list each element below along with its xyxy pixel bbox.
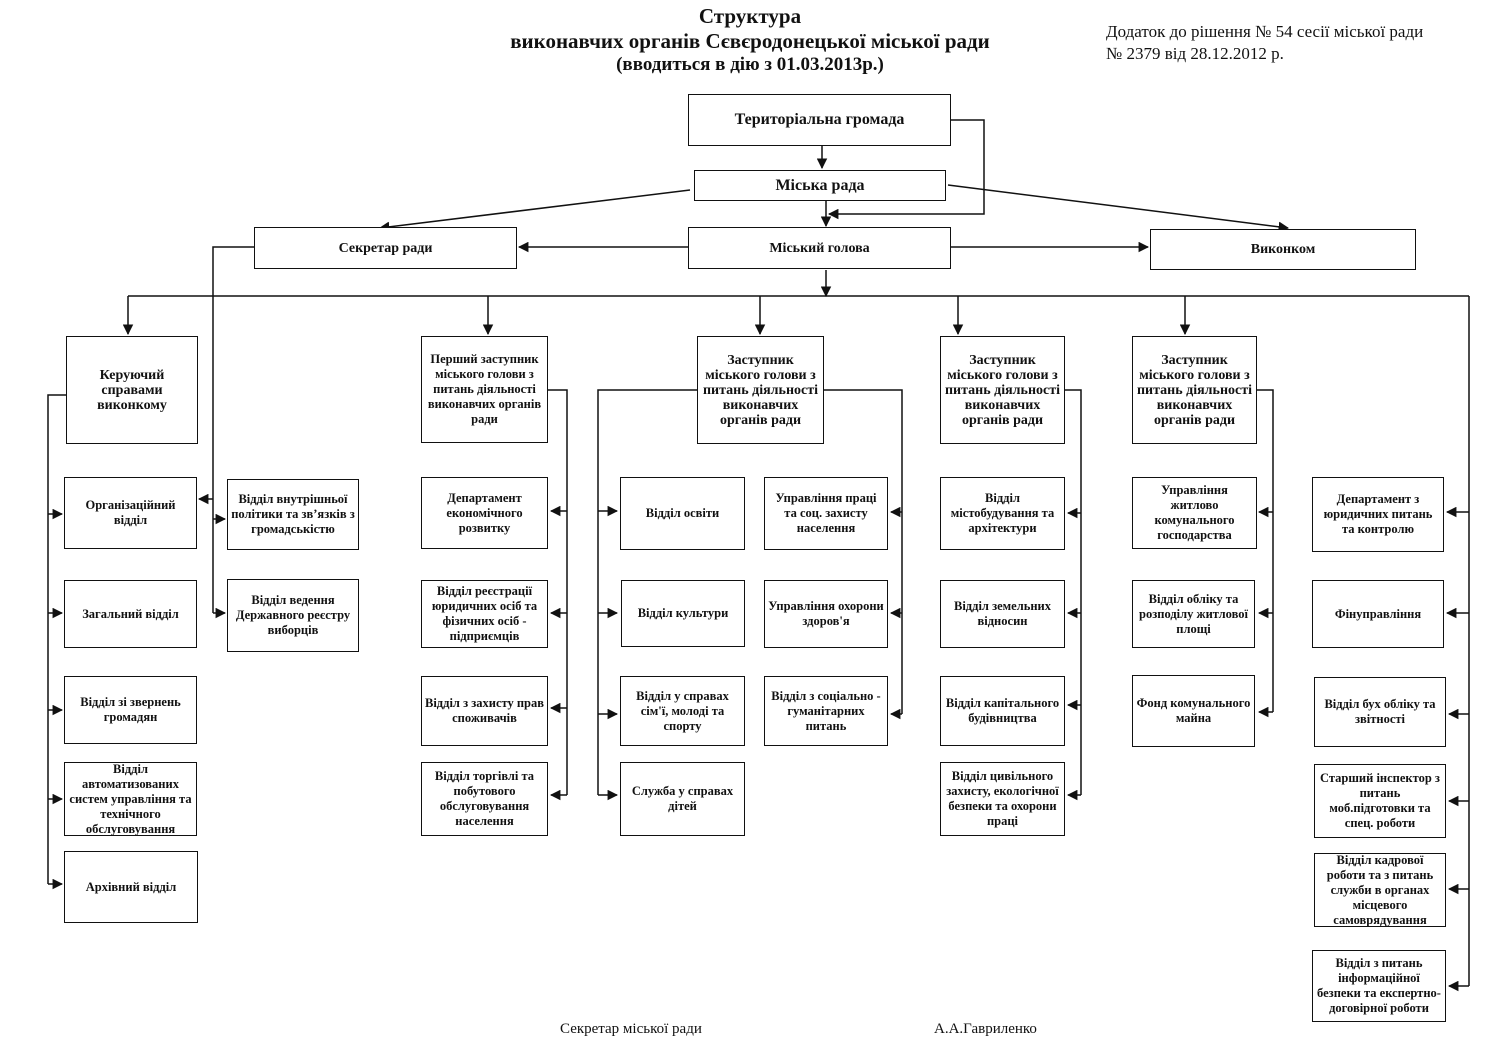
node-oblik-zhytlovoi-ploshchi: Відділ обліку та розподілу житлової площ… — [1132, 580, 1255, 648]
chart-title-line2: виконавчих органів Сєвєродонецької міськ… — [510, 29, 990, 53]
node-kapitalne-budivnytstvo: Відділ капітального будівництва — [940, 676, 1065, 746]
node-zastupnyk-2: Заступник міського голови з питань діяль… — [940, 336, 1065, 444]
node-sekretar: Секретар ради — [254, 227, 517, 269]
node-viddil-osvity: Відділ освіти — [620, 477, 745, 550]
node-reiestr-vybortsiv: Відділ ведення Державного реєстру виборц… — [227, 579, 359, 652]
node-zakhyst-spozhyvachiv: Відділ з захисту прав споживачів — [421, 676, 548, 746]
appendix-note-number: № 2379 від 28.12.2012 р. — [1106, 44, 1284, 63]
node-zastupnyk-1: Заступник міського голови з питань діяль… — [697, 336, 824, 444]
node-mistobuduvannia: Відділ містобудування та архітектури — [940, 477, 1065, 550]
node-mobpidhotovka: Старший інспектор з питань моб.підготовк… — [1314, 764, 1446, 838]
node-kadrova-robota: Відділ кадрової роботи та з питань служб… — [1314, 853, 1446, 927]
node-torhivlia: Відділ торгівлі та побутового обслуговув… — [421, 762, 548, 836]
node-hromada: Територіальна громада — [688, 94, 951, 146]
node-zhkh: Управління житлово комунального господар… — [1132, 477, 1257, 549]
node-viddil-kultury: Відділ культури — [621, 580, 745, 647]
node-vnutrishnia-polityka: Відділ внутрішньої політики та зв’язків … — [227, 479, 359, 550]
node-simia-molod-sport: Відділ у справах сім'ї, молоді та спорту — [620, 676, 745, 746]
node-pershyi-zastupnyk: Перший заступник міського голови з питан… — [421, 336, 548, 443]
node-sluzhba-ditei: Служба у справах дітей — [620, 762, 745, 836]
node-sotsialno-humanitarni: Відділ з соціально - гуманітарних питань — [764, 676, 888, 746]
node-bukh-oblik: Відділ бух обліку та звітності — [1314, 677, 1446, 747]
node-uprav-pratsi: Управління праці та соц. захисту населен… — [764, 477, 888, 550]
node-orhanizatsiinyi-viddil: Організаційний відділ — [64, 477, 197, 549]
node-zahalnyi-viddil: Загальний відділ — [64, 580, 197, 648]
node-informatsiina-bezpeka: Відділ з питань інформаційної безпеки та… — [1312, 950, 1446, 1022]
node-asu-viddil: Відділ автоматизованих систем управління… — [64, 762, 197, 836]
node-yurydychnyi-departament: Департамент з юридичних питань та контро… — [1312, 477, 1444, 552]
signature-name: А.А.Гавриленко — [934, 1021, 1037, 1037]
node-zemelni-vidnosyny: Відділ земельних відносин — [940, 580, 1065, 648]
node-reiestratsiia-osib: Відділ реєстрації юридичних осіб та фізи… — [421, 580, 548, 648]
node-arkhivnyi-viddil: Архівний відділ — [64, 851, 198, 923]
appendix-note: Додаток до рішення № 54 сесії міської ра… — [1106, 22, 1424, 41]
node-keruyuchyi: Керуючий справами виконкому — [66, 336, 198, 444]
node-rada: Міська рада — [694, 170, 946, 201]
node-tsyvilnyi-zakhyst: Відділ цивільного захисту, екологічної б… — [940, 762, 1065, 836]
node-zastupnyk-3: Заступник міського голови з питань діяль… — [1132, 336, 1257, 444]
node-holova: Міський голова — [688, 227, 951, 269]
node-vykonkom: Виконком — [1150, 229, 1416, 270]
node-departament-ekonomiky: Департамент економічного розвитку — [421, 477, 548, 549]
node-okhorona-zdorovia: Управління охорони здоров'я — [764, 580, 888, 648]
node-fond-komunalnoho-maina: Фонд комунального майна — [1132, 675, 1255, 747]
node-zvernennia-hromadian: Відділ зі звернень громадян — [64, 676, 197, 744]
signature-role: Секретар міської ради — [560, 1021, 702, 1037]
node-finupravlinnia: Фінуправління — [1312, 580, 1444, 648]
chart-title: Структура — [698, 4, 802, 28]
chart-title-date: (вводиться в дію з 01.03.2013р.) — [616, 54, 884, 75]
